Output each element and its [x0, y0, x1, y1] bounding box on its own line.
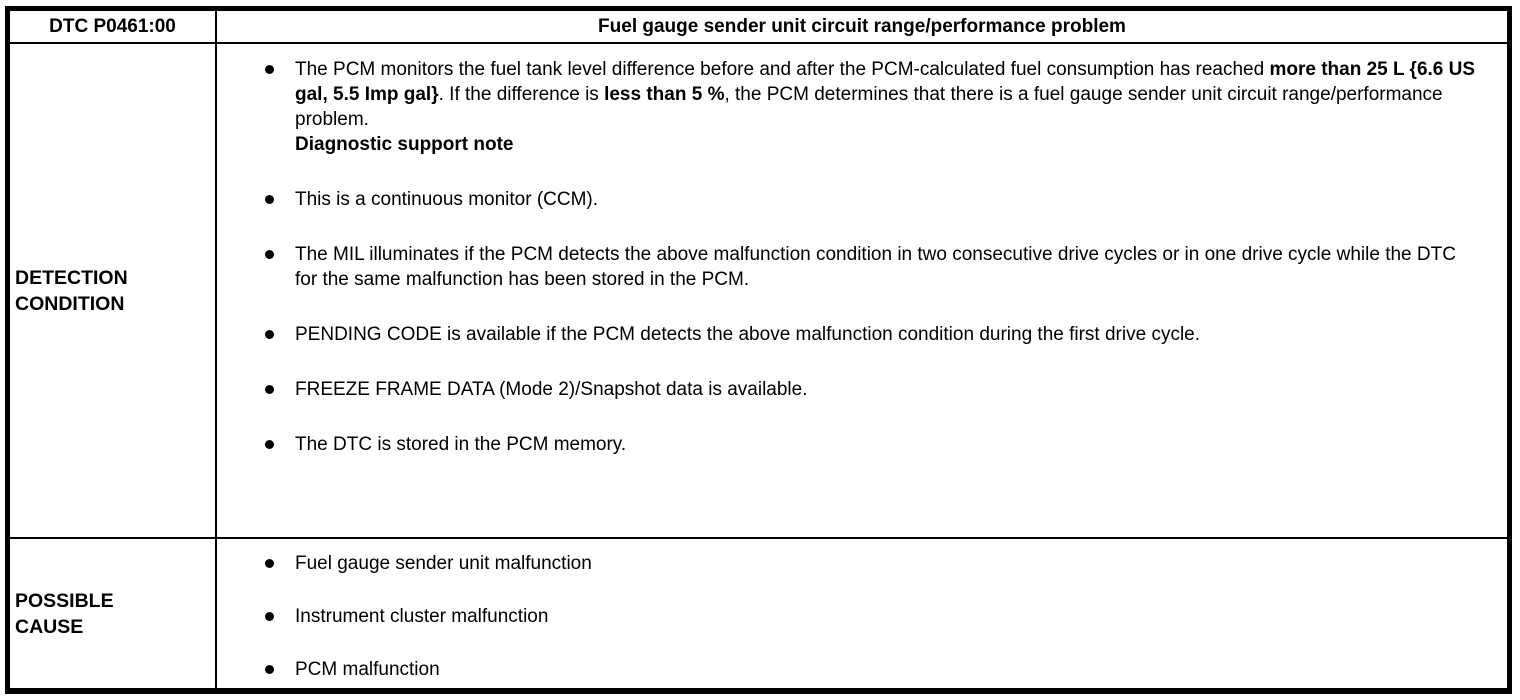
bullet-icon [265, 195, 274, 204]
diagnostic-support-note-heading: Diagnostic support note [295, 134, 514, 155]
detection-bullet-1-seg0: The PCM monitors the fuel tank level dif… [295, 59, 1270, 80]
bullet-icon [265, 330, 274, 339]
bullet-icon [265, 612, 274, 621]
list-item: FREEZE FRAME DATA (Mode 2)/Snapshot data… [217, 377, 1483, 402]
detection-bullet-1-seg4: , the PCM determines that there is a fue… [295, 84, 1443, 130]
dtc-code: DTC P0461:00 [49, 15, 176, 37]
detection-bullet-6: The DTC is stored in the PCM memory. [295, 434, 627, 455]
dtc-code-header-cell: DTC P0461:00 [10, 11, 217, 44]
possible-cause-bullet-1: Fuel gauge sender unit malfunction [295, 553, 592, 574]
detection-bullet-5: FREEZE FRAME DATA (Mode 2)/Snapshot data… [295, 379, 808, 400]
detection-bullet-4: PENDING CODE is available if the PCM det… [295, 324, 1201, 345]
bullet-icon [265, 559, 274, 568]
detection-condition-list-2: This is a continuous monitor (CCM). The … [217, 187, 1483, 457]
bullet-icon [265, 385, 274, 394]
detection-bullet-1-bold2: less than 5 % [604, 84, 725, 105]
list-item: This is a continuous monitor (CCM). [217, 187, 1483, 212]
list-item: The DTC is stored in the PCM memory. [217, 432, 1483, 457]
detection-bullet-3: The MIL illuminates if the PCM detects t… [295, 244, 1456, 290]
possible-cause-label: POSSIBLE CAUSE [15, 589, 114, 638]
detection-condition-label-cell: DETECTION CONDITION [10, 44, 217, 539]
detection-condition-content-cell: The PCM monitors the fuel tank level dif… [217, 44, 1507, 539]
possible-cause-bullet-3: PCM malfunction [295, 659, 440, 680]
detection-bullet-1-bold1: more than 25 L {6.6 US gal, 5.5 Imp gal} [295, 59, 1476, 105]
list-item: The MIL illuminates if the PCM detects t… [217, 242, 1483, 292]
bullet-icon [265, 440, 274, 449]
possible-cause-bullet-2: Instrument cluster malfunction [295, 606, 549, 627]
list-item: PCM malfunction [217, 657, 1483, 682]
bullet-icon [265, 665, 274, 674]
dtc-title: Fuel gauge sender unit circuit range/per… [598, 15, 1126, 37]
list-item: Instrument cluster malfunction [217, 604, 1483, 629]
list-item: PENDING CODE is available if the PCM det… [217, 322, 1483, 347]
possible-cause-list: Fuel gauge sender unit malfunction Instr… [217, 551, 1483, 682]
bullet-icon [265, 250, 274, 259]
dtc-title-header-cell: Fuel gauge sender unit circuit range/per… [217, 11, 1507, 44]
bullet-icon [265, 65, 274, 74]
possible-cause-label-cell: POSSIBLE CAUSE [10, 539, 217, 688]
list-item: Fuel gauge sender unit malfunction [217, 551, 1483, 576]
detection-condition-list: The PCM monitors the fuel tank level dif… [217, 57, 1483, 132]
detection-bullet-2: This is a continuous monitor (CCM). [295, 189, 599, 210]
dtc-info-table: DTC P0461:00 Fuel gauge sender unit circ… [5, 6, 1512, 694]
list-item: The PCM monitors the fuel tank level dif… [217, 57, 1483, 132]
detection-condition-label: DETECTION CONDITION [15, 266, 128, 315]
possible-cause-content-cell: Fuel gauge sender unit malfunction Instr… [217, 539, 1507, 688]
detection-bullet-1-seg2: . If the difference is [438, 84, 605, 105]
